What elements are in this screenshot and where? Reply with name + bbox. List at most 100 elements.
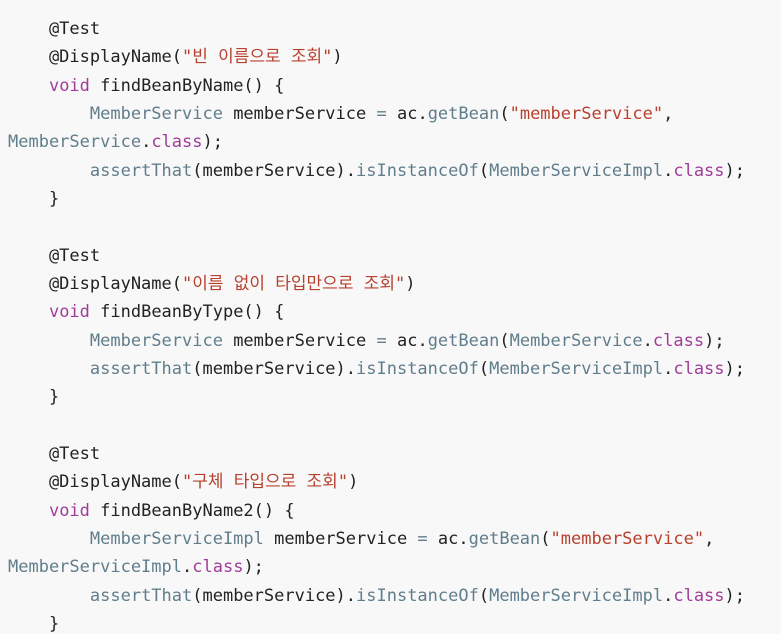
code-token: (memberService). (192, 161, 357, 181)
code-token: ( (478, 161, 490, 181)
code-token: . (182, 557, 193, 577)
code-token: isInstanceOf (356, 161, 479, 181)
code-token: memberService (222, 331, 377, 351)
code-token: @Test (8, 444, 101, 464)
code-token: class (673, 586, 725, 606)
code-token: ); (243, 557, 264, 577)
code-token: findBeanByType() { (89, 302, 285, 322)
code-token: memberService (222, 104, 377, 124)
code-token: ) (348, 472, 359, 492)
code-token: , (704, 529, 715, 549)
code-token: ac. (427, 529, 469, 549)
code-token: . (663, 586, 674, 606)
code-token: = (376, 104, 387, 124)
code-token: @Test (8, 19, 101, 39)
code-token: findBeanByName() { (89, 76, 285, 96)
code-token: "memberService" (550, 529, 705, 549)
code-token: ( (540, 529, 551, 549)
code-token: ) (332, 47, 343, 67)
code-token: MemberServiceImpl (89, 529, 264, 549)
code-token: @DisplayName( (8, 47, 182, 67)
code-token (8, 302, 49, 322)
code-token: ) (405, 274, 416, 294)
code-token (8, 104, 90, 124)
code-token: assertThat (89, 359, 193, 379)
code-token (8, 586, 90, 606)
code-token: ( (499, 331, 510, 351)
code-token: ); (724, 586, 746, 606)
code-token: isInstanceOf (356, 359, 479, 379)
code-token: ); (724, 359, 746, 379)
code-token: memberService (263, 529, 418, 549)
code-token: ( (478, 586, 490, 606)
code-token: MemberService (89, 331, 223, 351)
code-token (8, 501, 49, 521)
code-token: @Test (8, 246, 101, 266)
code-token: "구체 타입으로 조회" (182, 472, 349, 492)
code-line: MemberService memberService = ac.getBean… (8, 330, 725, 352)
code-token: MemberServiceImpl (489, 161, 664, 181)
code-line: @Test (8, 443, 100, 465)
code-token (8, 359, 90, 379)
code-token: void (48, 302, 90, 322)
code-token: @DisplayName( (8, 274, 182, 294)
code-line: } (8, 386, 59, 408)
code-token: . (141, 132, 152, 152)
code-token: = (417, 529, 428, 549)
code-line: assertThat(memberService).isInstanceOf(M… (8, 160, 745, 182)
code-token: MemberServiceImpl (489, 586, 664, 606)
code-token: class (673, 161, 725, 181)
code-token: void (48, 501, 90, 521)
code-line: void findBeanByName2() { (8, 500, 295, 522)
code-token: MemberServiceImpl (8, 557, 182, 577)
code-token: class (652, 331, 705, 351)
code-token: "이름 없이 타입만으로 조회" (182, 274, 406, 294)
code-token: , (663, 104, 674, 124)
code-line: MemberServiceImpl memberService = ac.get… (8, 528, 714, 550)
code-token: ac. (386, 104, 428, 124)
code-token: assertThat (89, 586, 193, 606)
code-token: = (376, 331, 387, 351)
code-line: } (8, 188, 59, 210)
code-token: void (48, 76, 90, 96)
code-token: MemberServiceImpl (489, 359, 664, 379)
code-token: findBeanByName2() { (89, 501, 295, 521)
code-token: getBean (468, 529, 541, 549)
code-token: (memberService). (192, 586, 357, 606)
code-line: MemberService memberService = ac.getBean… (8, 103, 673, 125)
code-token: class (192, 557, 244, 577)
code-token: . (663, 359, 674, 379)
code-line: void findBeanByType() { (8, 301, 284, 323)
code-token: . (663, 161, 674, 181)
code-token (8, 161, 90, 181)
code-line: @DisplayName("구체 타입으로 조회") (8, 471, 358, 493)
code-token: "빈 이름으로 조회" (182, 47, 333, 67)
code-token: ( (478, 359, 490, 379)
code-token: @DisplayName( (8, 472, 182, 492)
code-token: isInstanceOf (356, 586, 479, 606)
code-line: @DisplayName("이름 없이 타입만으로 조회") (8, 273, 416, 295)
code-token: ); (704, 331, 725, 351)
code-line: @Test (8, 18, 100, 40)
code-token: } (8, 189, 60, 209)
code-token: ); (202, 132, 223, 152)
code-token: getBean (427, 104, 500, 124)
code-token: MemberService (509, 331, 643, 351)
code-token: } (8, 387, 60, 407)
code-token: MemberService (8, 132, 142, 152)
code-line: MemberServiceImpl.class); (8, 556, 264, 578)
code-token: "memberService" (509, 104, 664, 124)
code-token: MemberService (89, 104, 223, 124)
code-line: assertThat(memberService).isInstanceOf(M… (8, 585, 745, 607)
code-token: getBean (427, 331, 500, 351)
code-line: MemberService.class); (8, 131, 223, 153)
code-token: ac. (386, 331, 428, 351)
code-token: . (642, 331, 653, 351)
code-token: } (8, 614, 60, 634)
code-token: ( (499, 104, 510, 124)
code-token: (memberService). (192, 359, 357, 379)
code-line: void findBeanByName() { (8, 75, 284, 97)
code-token: ); (724, 161, 746, 181)
code-line: @DisplayName("빈 이름으로 조회") (8, 46, 343, 68)
